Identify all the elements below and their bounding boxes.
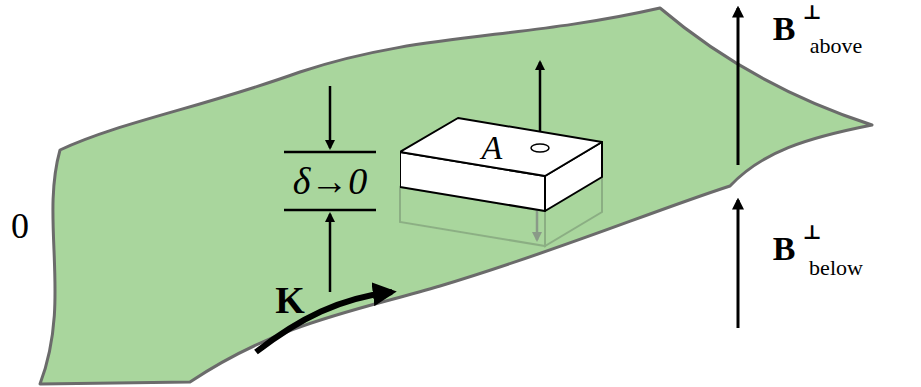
- field-arrow-below: [737, 200, 740, 328]
- thickness-label: δ→0: [293, 162, 368, 200]
- field-symbol: B: [773, 12, 796, 46]
- reference-label: 0: [11, 208, 29, 244]
- subscript-label: below: [809, 257, 863, 279]
- pillbox-outline: [400, 100, 605, 215]
- field-arrow-above: [737, 8, 740, 165]
- current-sheet: [40, 8, 872, 384]
- surface-current-label: K: [275, 281, 305, 319]
- region-label: A: [482, 131, 503, 165]
- gaussian-pillbox: A: [400, 100, 605, 215]
- perp-symbol: ⊥: [802, 222, 821, 242]
- perp-symbol: ⊥: [802, 2, 821, 22]
- field-symbol: B: [773, 232, 796, 266]
- thickness-bracket: [284, 86, 376, 292]
- subscript-label: above: [810, 35, 863, 57]
